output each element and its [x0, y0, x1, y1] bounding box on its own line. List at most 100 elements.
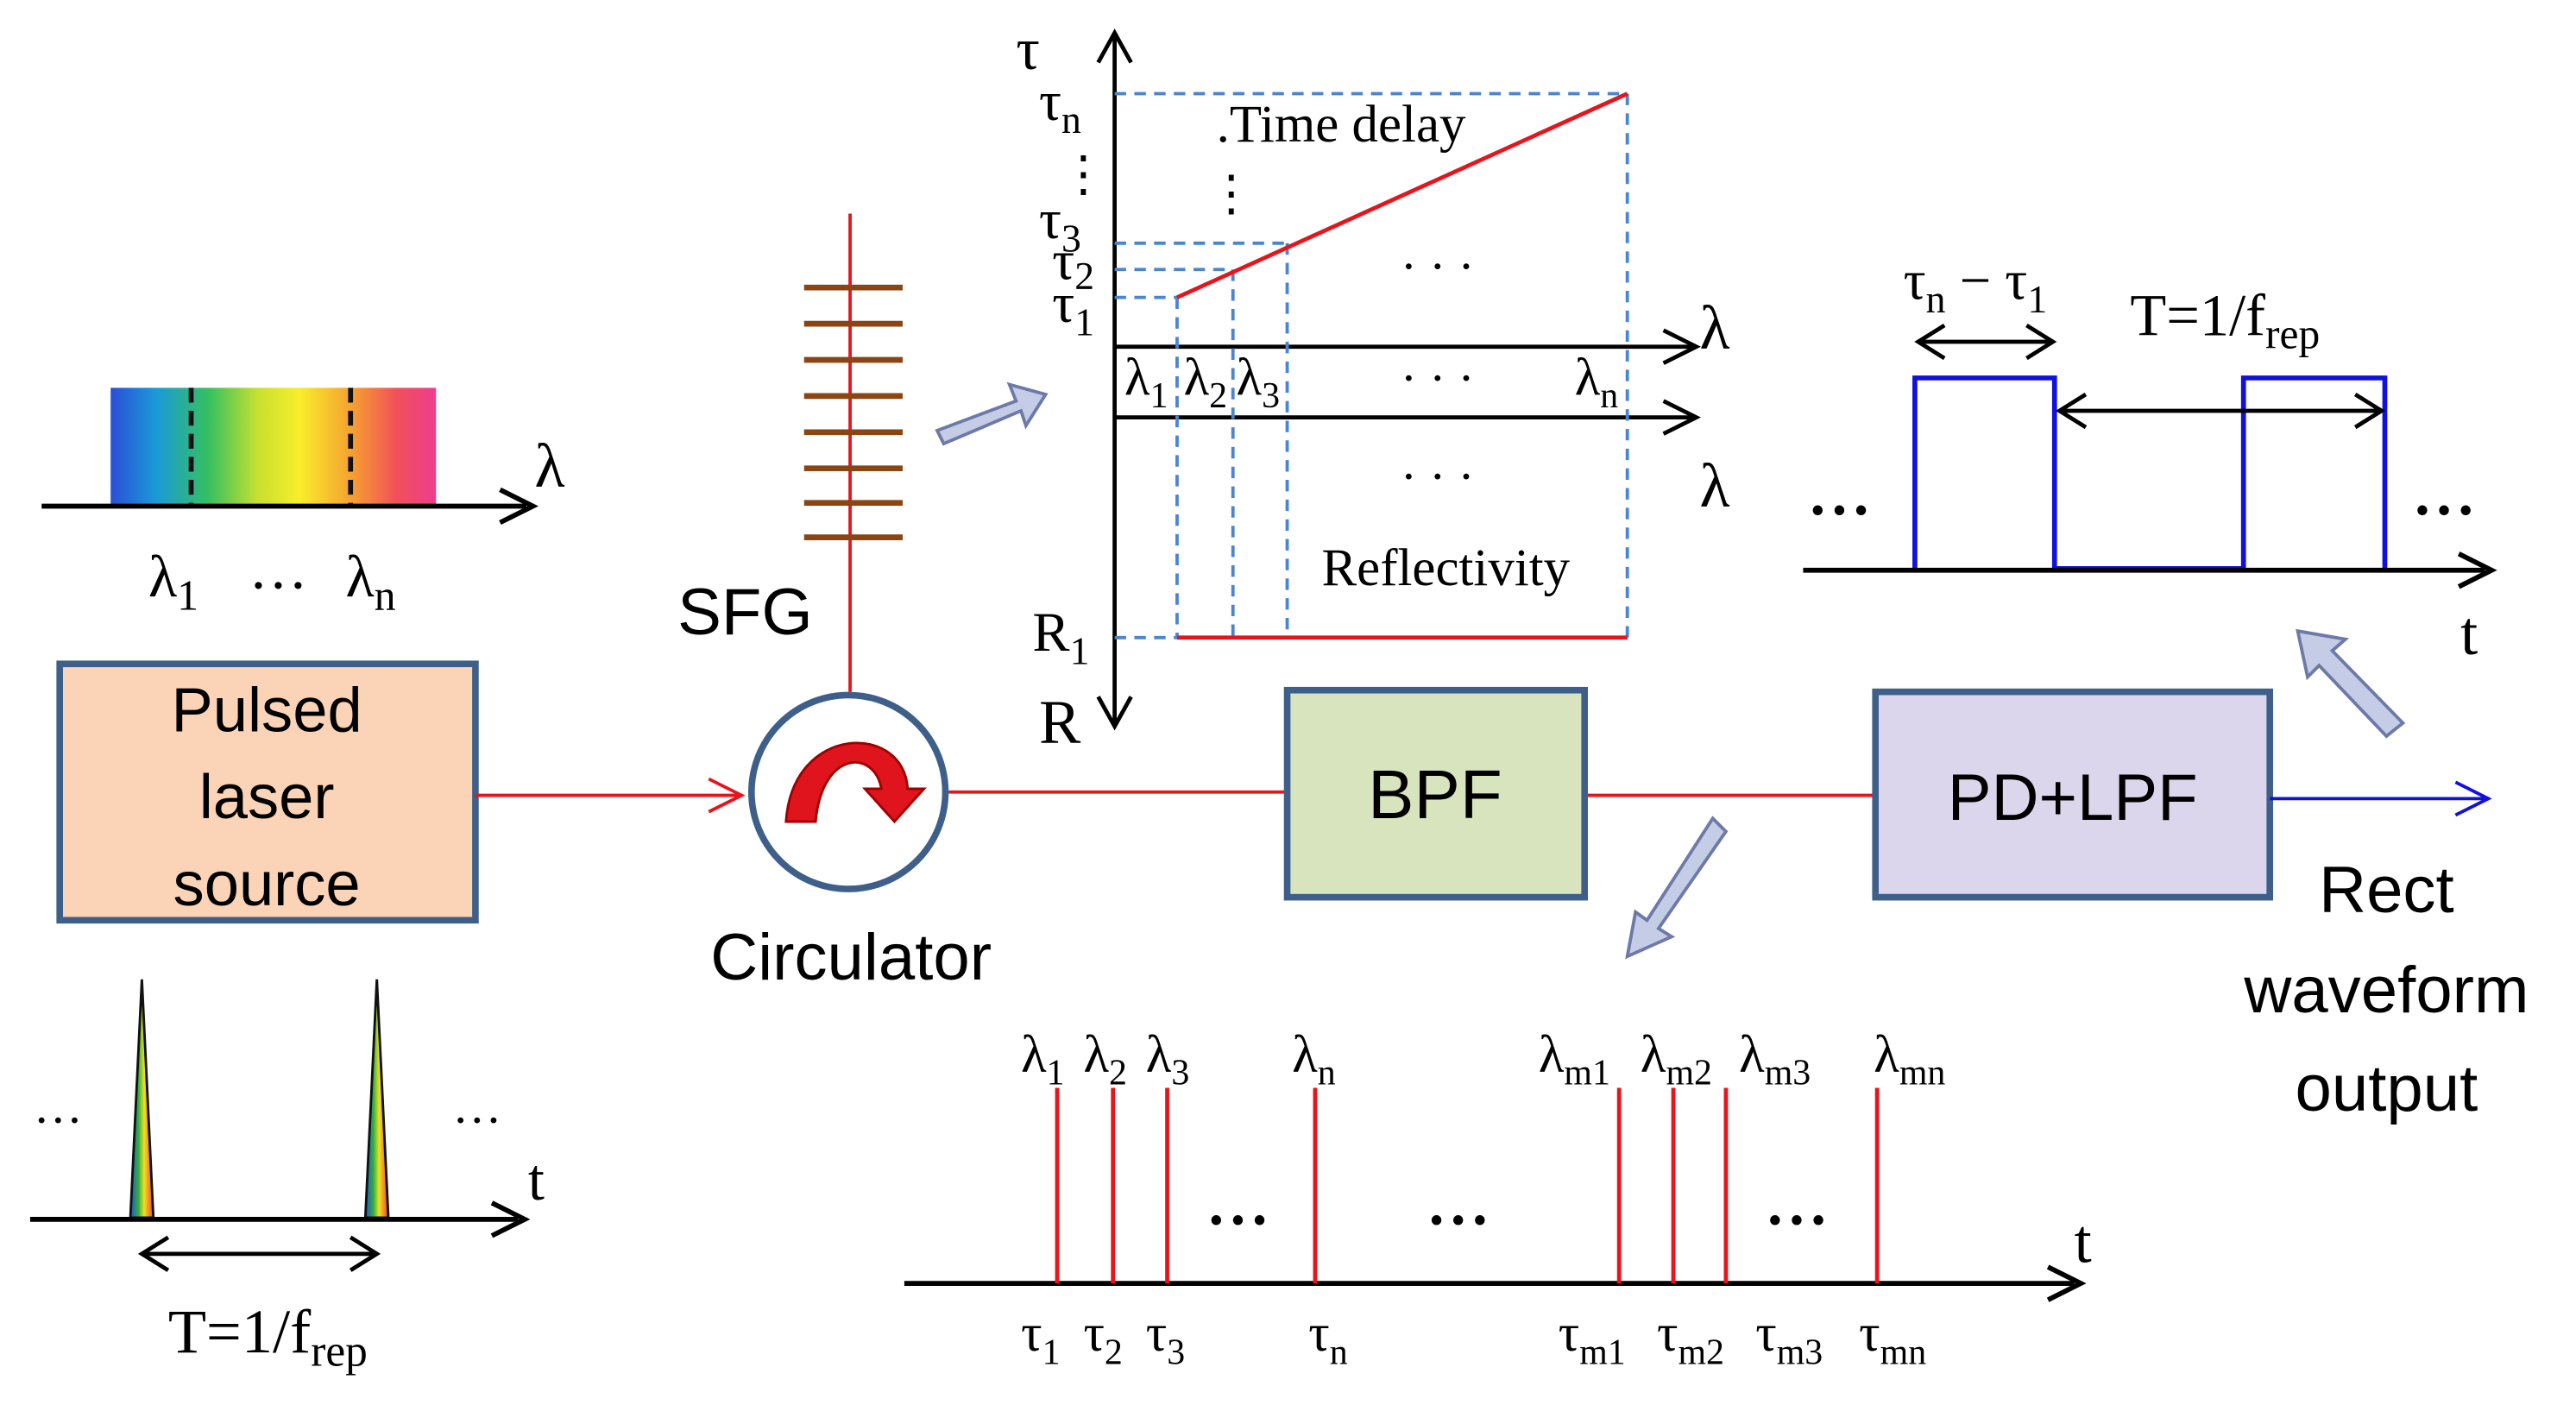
callout-arrow-icon-output: [2296, 628, 2406, 739]
pulse-period-label: T=1/frep: [168, 1297, 368, 1376]
laser-label-line3: source: [173, 850, 361, 919]
delay-y-axis-label: τ: [1016, 16, 1040, 82]
reflect-x-arrowhead: [1662, 399, 1701, 436]
seq-bottom-label-m3: τm3: [1755, 1305, 1823, 1372]
seq-top-label-m2: λm2: [1641, 1025, 1712, 1093]
laser-block: Pulsed laser source: [56, 660, 479, 924]
laser-label-line1: Pulsed: [172, 676, 362, 745]
delay-dots-upper: · · ·: [1401, 240, 1475, 294]
seq-bottom-label-n: τn: [1308, 1305, 1347, 1372]
rect-period-arrowhead-right: [2353, 392, 2386, 430]
seq-axis-arrowhead: [2046, 1264, 2087, 1302]
reflect-level-r1: R1: [1032, 602, 1089, 672]
pulse-period-arrowhead-right: [349, 1235, 381, 1272]
seq-dots-3: • • •: [1768, 1201, 1824, 1241]
output-label-line2: waveform: [2243, 954, 2529, 1027]
rect-axis-arrowhead: [2457, 551, 2497, 589]
spectrum-lambda-n: λn: [346, 544, 396, 619]
delay-y-tick-3: τ3: [1039, 189, 1081, 260]
seq-axis-label: t: [2075, 1207, 2092, 1276]
pulse-sequence-panel: t • • • • • • • • • λ1 λ2 λ3 λn λm1 λm2 …: [904, 1025, 2092, 1372]
pulse-width-label: τn − τ1: [1904, 250, 2048, 321]
spectrum-axis-arrowhead: [499, 487, 539, 526]
seq-top-label-1: λ1: [1021, 1025, 1064, 1093]
seq-dots-1: • • •: [1210, 1201, 1266, 1241]
seq-bottom-label-1: τ1: [1021, 1305, 1060, 1372]
delay-x-tick-1: λ1: [1124, 349, 1168, 416]
time-delay-curve: [1175, 91, 1628, 299]
seq-bottom-label-3: τ3: [1146, 1305, 1185, 1372]
pulse-period-arrowhead-left: [137, 1235, 170, 1272]
fiber-arrowhead: [708, 777, 746, 814]
delay-x-arrowhead: [1662, 328, 1701, 365]
seq-bottom-label-2: τ2: [1083, 1305, 1122, 1372]
reflect-y-axis-label: R: [1039, 688, 1081, 757]
spectrum-dots: …: [249, 536, 308, 602]
reflect-dots: · · ·: [1401, 450, 1475, 504]
rect-dots-right: • • •: [2416, 492, 2472, 532]
seq-top-label-2: λ2: [1083, 1025, 1126, 1093]
rect-waveform-trace: [1912, 375, 2388, 571]
dashed-guides: [1114, 91, 1629, 639]
seq-top-label-3: λ3: [1146, 1025, 1189, 1093]
spectrum-bar: [110, 387, 437, 505]
optical-pulse-1: [129, 979, 155, 1219]
sfg-grating: SFG: [677, 284, 903, 649]
bpf-box: [1283, 686, 1588, 901]
pulse-train-axis-arrowhead: [490, 1200, 531, 1238]
pulse-train-axis-label: t: [528, 1147, 545, 1213]
circulator-ring: [748, 691, 949, 892]
delay-x-tick-3: λ3: [1237, 349, 1280, 416]
output-label-line3: output: [2296, 1052, 2478, 1125]
spectrum-lambda-1: λ1: [148, 544, 198, 619]
delay-x-axis-label: λ: [1699, 293, 1729, 362]
delay-x-tick-n: λn: [1575, 349, 1619, 416]
rect-period-label: T=1/frep: [2130, 282, 2320, 357]
spectrum-axis-label: λ: [534, 432, 564, 501]
output-label-line1: Rect: [2319, 854, 2454, 927]
optical-path: [475, 213, 1876, 814]
seq-top-label-m3: λm3: [1739, 1025, 1811, 1093]
pulse-train-panel: t … … T=1/frep: [29, 979, 545, 1376]
bpf-block: BPF: [1283, 686, 1588, 901]
sfg-label: SFG: [677, 576, 813, 649]
delay-plot: τ τn ⋮ τ3 τ2 τ1 λ λ1 λ2 λ3 λn .Time dela…: [1016, 16, 1729, 757]
circulator-arrow-icon: [784, 741, 927, 824]
pulse-train-dots-left: …: [34, 1079, 83, 1133]
delay-vdots: ⋮: [1206, 167, 1256, 222]
seq-bottom-label-m1: τm1: [1559, 1305, 1626, 1372]
circulator-label: Circulator: [710, 921, 992, 994]
laser-box: [56, 660, 479, 924]
circulator: Circulator: [710, 691, 992, 994]
delay-y-vdots: ⋮: [1059, 148, 1108, 202]
delay-y-tick-1: τ1: [1052, 273, 1094, 343]
delay-x-tick-2: λ2: [1184, 349, 1227, 416]
seq-bottom-label-mn: τmn: [1859, 1305, 1926, 1372]
callout-arrow-icon-bpf: [1625, 816, 1729, 960]
pd-lpf-block: PD+LPF: [1872, 688, 2274, 901]
seq-top-label-m1: λm1: [1539, 1025, 1610, 1093]
spectrum-panel: λ λ1 … λn: [41, 387, 565, 619]
time-delay-label: .Time delay: [1217, 96, 1466, 154]
seq-dots-2: • • •: [1430, 1201, 1486, 1241]
rect-waveform-panel: t • • • • • • τn − τ1 T=1/frep: [1803, 250, 2497, 668]
pulse-train-dots-right: …: [452, 1079, 501, 1133]
seq-bottom-label-m2: τm2: [1657, 1305, 1724, 1372]
delay-y-tick-n: τn: [1039, 71, 1081, 142]
rect-period-arrowhead-left: [2055, 392, 2088, 430]
reflect-x-axis-label: λ: [1699, 450, 1729, 520]
optical-pulse-2: [363, 979, 390, 1219]
output-label: Rect waveform output: [2243, 854, 2529, 1125]
rect-axis-label: t: [2460, 599, 2478, 668]
pd-lpf-label: PD+LPF: [1948, 761, 2198, 835]
rect-dots-left: • • •: [1811, 492, 1867, 532]
callout-arrow-icon-grating: [935, 381, 1049, 446]
delay-y-arrowhead: [1096, 28, 1133, 64]
bpf-label: BPF: [1368, 756, 1502, 833]
seq-top-label-n: λn: [1292, 1025, 1336, 1093]
delay-dots-lower: · · ·: [1401, 351, 1475, 406]
laser-label-line2: laser: [199, 763, 335, 832]
seq-top-label-mn: λmn: [1874, 1025, 1945, 1093]
